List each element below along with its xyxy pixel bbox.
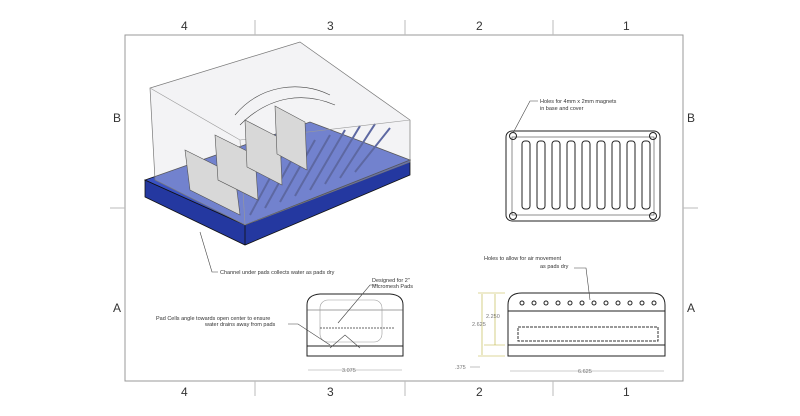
dim-base-height: .375 <box>455 365 466 371</box>
note-designed-line1: Designed for 2" <box>372 278 410 284</box>
zone-col-1-top: 1 <box>623 19 630 33</box>
zone-row-a-left: A <box>113 301 121 315</box>
note-pad-cells-line1: Pad Cells angle towards open center to e… <box>156 316 270 322</box>
note-channel: Channel under pads collects water as pad… <box>220 270 335 276</box>
leader-channel <box>199 231 218 273</box>
leader-designed <box>337 284 378 324</box>
zone-row-b-left: B <box>113 111 121 125</box>
zone-ticks <box>110 20 698 396</box>
isometric-view <box>143 41 412 246</box>
dim-side-width: 6.625 <box>578 369 592 375</box>
dim-overall-height: 2.625 <box>472 322 486 328</box>
zone-col-3-bottom: 3 <box>327 385 334 399</box>
note-magnets-line2: in base and cover <box>540 106 584 112</box>
note-designed-line2: Micromesh Pads <box>372 284 413 290</box>
zone-col-4-bottom: 4 <box>181 385 188 399</box>
note-magnets-line1: Holes for 4mm x 2mm magnets <box>540 99 617 105</box>
top-view <box>505 130 661 222</box>
leader-magnets <box>512 100 538 134</box>
leader-pad-cells <box>288 323 331 346</box>
dim-cover-height: 2.250 <box>486 314 500 320</box>
side-view <box>507 292 666 357</box>
zone-row-b-right: B <box>687 111 695 125</box>
leader-air-holes <box>574 267 591 301</box>
dim-front-width: 3.075 <box>342 368 356 374</box>
zone-col-3-top: 3 <box>327 19 334 33</box>
zone-col-2-bottom: 2 <box>476 385 483 399</box>
zone-col-1-bottom: 1 <box>623 385 630 399</box>
zone-col-2-top: 2 <box>476 19 483 33</box>
zone-col-4-top: 4 <box>181 19 188 33</box>
zone-row-a-right: A <box>687 301 695 315</box>
note-air-holes-line1: Holes to allow for air movement <box>484 256 562 262</box>
note-air-holes-line2: as pads dry <box>540 264 569 270</box>
side-dimension-lines <box>470 292 664 372</box>
note-pad-cells-line2: water drains away from pads <box>204 322 276 328</box>
front-view <box>306 293 404 357</box>
